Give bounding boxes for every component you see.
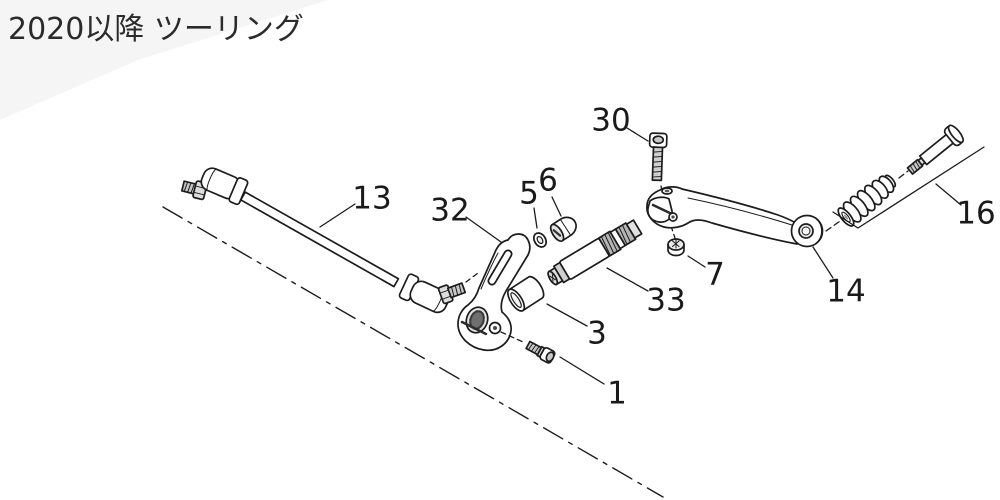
clamp-bolt-part-30 bbox=[648, 132, 668, 182]
part-callout-13: 13 bbox=[352, 180, 392, 217]
shift-linkage-rod-part-13 bbox=[180, 167, 479, 314]
peg-pin-part-16 bbox=[906, 124, 965, 175]
adjuster-shaft-part-33 bbox=[547, 219, 643, 286]
page-title: 2020以降 ツーリング bbox=[8, 12, 304, 47]
part-callout-16: 16 bbox=[956, 195, 996, 232]
lever-sleeve-axis-dash bbox=[825, 218, 844, 232]
page-shade bbox=[0, 0, 328, 120]
part-callout-6: 6 bbox=[538, 162, 558, 199]
footpeg-rubber-part-16 bbox=[837, 174, 897, 227]
nut-part-7 bbox=[667, 238, 685, 257]
part-callout-1: 1 bbox=[607, 375, 627, 412]
callout-leader-lines bbox=[319, 127, 962, 385]
inner-shift-lever-part-32 bbox=[457, 233, 531, 352]
part-callout-7: 7 bbox=[705, 256, 725, 293]
part-callout-5: 5 bbox=[519, 175, 539, 212]
washer-part-5 bbox=[532, 232, 548, 248]
bushing-part-3 bbox=[507, 275, 545, 312]
part-callout-30: 30 bbox=[591, 102, 631, 139]
centerline-dashdot bbox=[162, 206, 664, 498]
group-bracket-16 bbox=[832, 146, 985, 229]
part-callout-33: 33 bbox=[646, 282, 686, 319]
part-callout-3: 3 bbox=[587, 315, 607, 352]
lever-screw-axis-dash bbox=[500, 331, 524, 343]
part-callout-14: 14 bbox=[826, 273, 866, 310]
clamp-screw-part-1 bbox=[525, 340, 556, 364]
outer-shift-lever-part-14 bbox=[646, 186, 824, 248]
sleeve-pin-axis-dash bbox=[898, 170, 909, 179]
acorn-nut-part-6 bbox=[549, 216, 577, 242]
part-callout-32: 32 bbox=[430, 192, 470, 229]
